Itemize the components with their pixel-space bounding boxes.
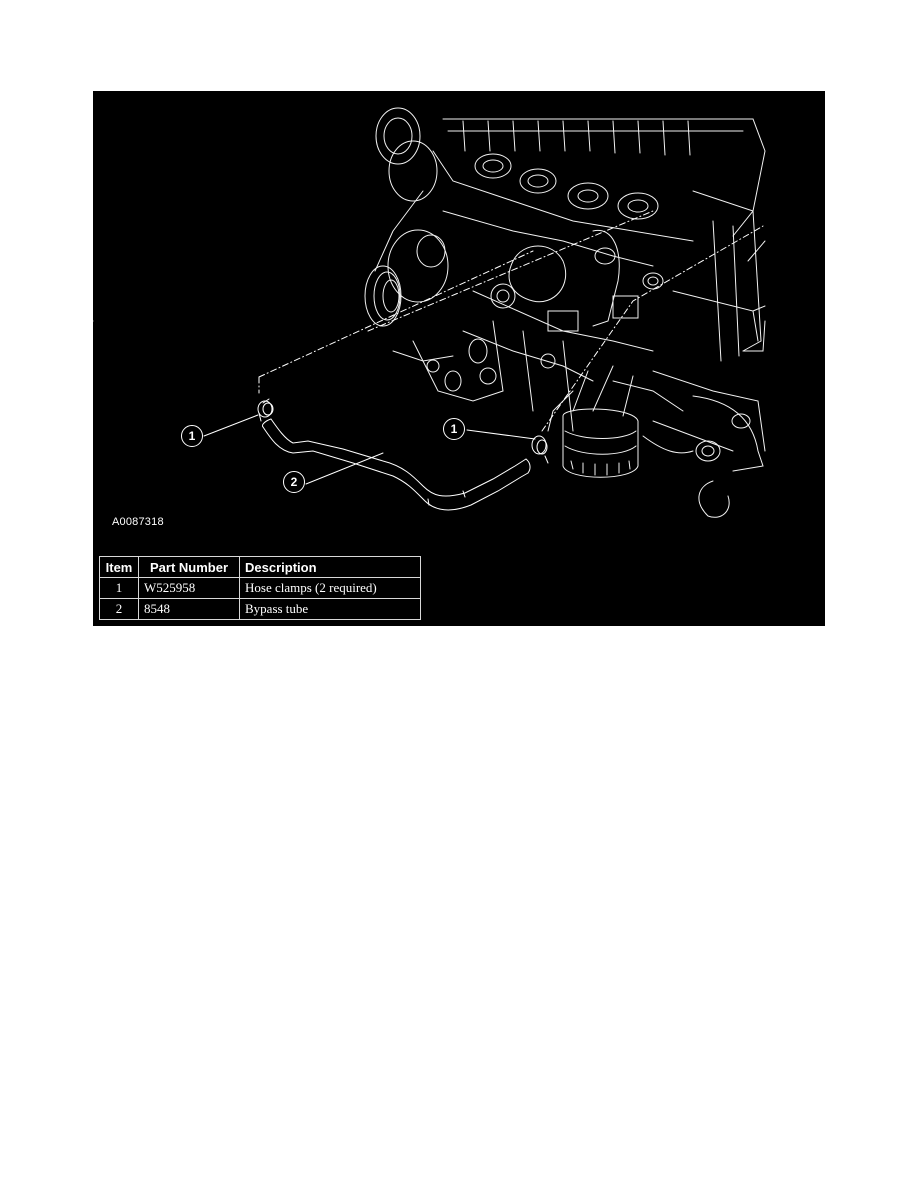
callout-1-right-hose-clamp: 1 (443, 418, 465, 440)
engine-line-drawing (93, 107, 766, 518)
engine-block (364, 107, 766, 518)
header-item: Item (99, 556, 139, 578)
bypass-tube (262, 418, 531, 511)
right-hose-clamp (531, 435, 549, 464)
engine-illustration-figure: 1 2 1 A0087318 Item Part Number Descript… (93, 91, 825, 626)
header-description: Description (239, 556, 421, 578)
header-part-number: Part Number (138, 556, 240, 578)
left-hose-clamp (257, 398, 274, 422)
parts-table-header-row: Item Part Number Description (99, 556, 421, 578)
leader-lines (93, 210, 764, 432)
callout-leaders (203, 414, 536, 485)
figure-id-label: A0087318 (112, 516, 164, 528)
cell-item: 2 (99, 598, 139, 620)
cell-description: Bypass tube (239, 598, 421, 620)
cell-part-number: W525958 (138, 577, 240, 599)
table-row: 1 W525958 Hose clamps (2 required) (99, 577, 421, 599)
callout-1-left-hose-clamp: 1 (181, 425, 203, 447)
parts-table: Item Part Number Description 1 W525958 H… (99, 556, 421, 620)
callout-2-bypass-tube: 2 (283, 471, 305, 493)
cell-description: Hose clamps (2 required) (239, 577, 421, 599)
cell-part-number: 8548 (138, 598, 240, 620)
table-row: 2 8548 Bypass tube (99, 598, 421, 620)
cell-item: 1 (99, 577, 139, 599)
